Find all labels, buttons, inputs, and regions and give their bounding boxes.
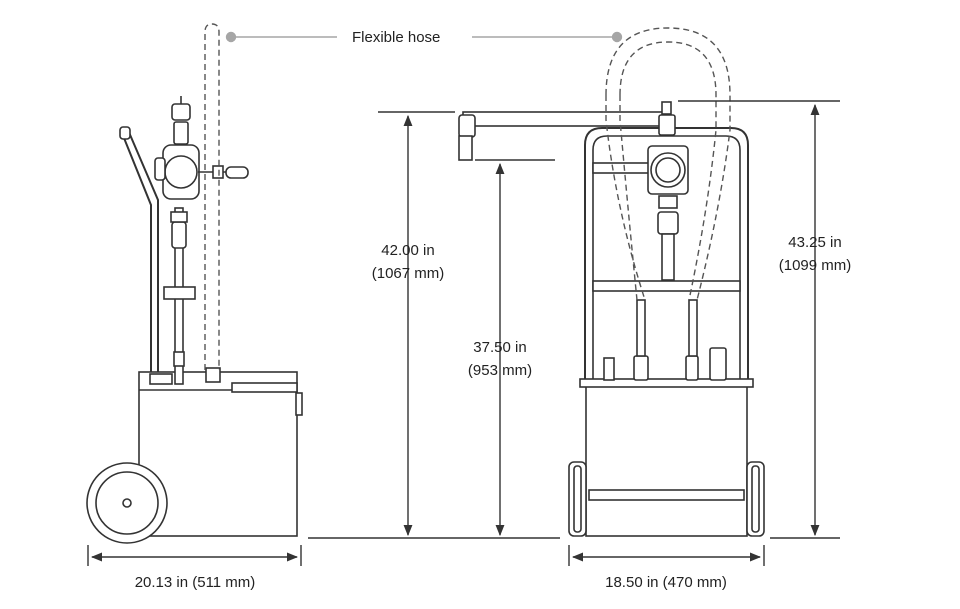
dim-37-metric: (953 mm): [467, 362, 533, 379]
dim-side-width-label: 20.13 in (511 mm): [134, 574, 256, 591]
flexible-hose-label: Flexible hose: [352, 29, 441, 46]
side-view-cart: [86, 96, 303, 544]
dim-42-metric: (1067 mm): [371, 265, 445, 282]
flexible-hose-callout-lines: [225, 31, 623, 43]
dim-43-imperial: 43.25 in: [788, 234, 842, 251]
dim-37-imperial: 37.50 in: [473, 339, 527, 356]
dim-front-width-label: 18.50 in (470 mm): [605, 574, 727, 591]
front-view-cart: [458, 101, 765, 537]
front-view-hose: [605, 27, 731, 301]
callout-dot-right: [611, 31, 623, 43]
dimension-lines: [87, 100, 840, 566]
callout-dot-left: [225, 31, 237, 43]
side-view-hose: [204, 23, 220, 370]
dim-43-metric: (1099 mm): [778, 257, 852, 274]
dim-42-imperial: 42.00 in: [381, 242, 435, 259]
